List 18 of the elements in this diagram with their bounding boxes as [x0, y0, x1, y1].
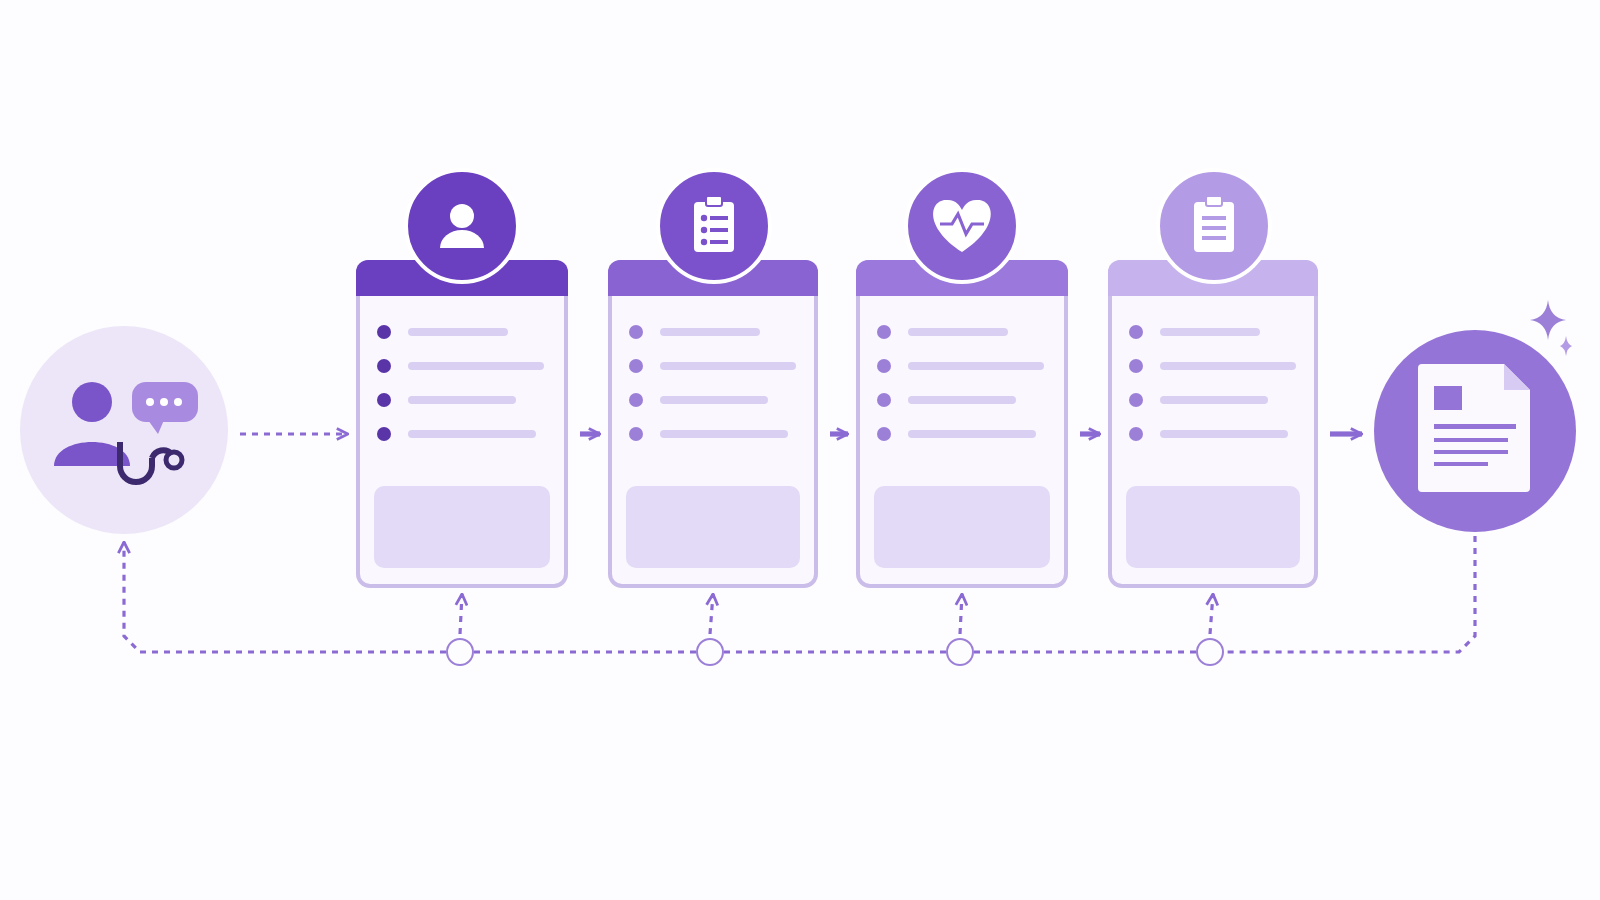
arrow [1330, 427, 1364, 441]
arrow [1080, 427, 1102, 441]
connector-line [474, 650, 696, 654]
connector-line [974, 650, 1196, 654]
connector-node-circle [696, 638, 724, 666]
arrow [1205, 592, 1220, 635]
connector-line [1224, 536, 1477, 654]
arrow [954, 592, 969, 635]
connector-node-circle [446, 638, 474, 666]
arrow [240, 427, 350, 441]
connector-line [724, 650, 946, 654]
arrow [454, 592, 469, 635]
arrow [117, 540, 446, 654]
connector-node-circle [1196, 638, 1224, 666]
arrow [580, 427, 602, 441]
arrow [830, 427, 850, 441]
connector-node-circle [946, 638, 974, 666]
arrow [705, 592, 720, 635]
